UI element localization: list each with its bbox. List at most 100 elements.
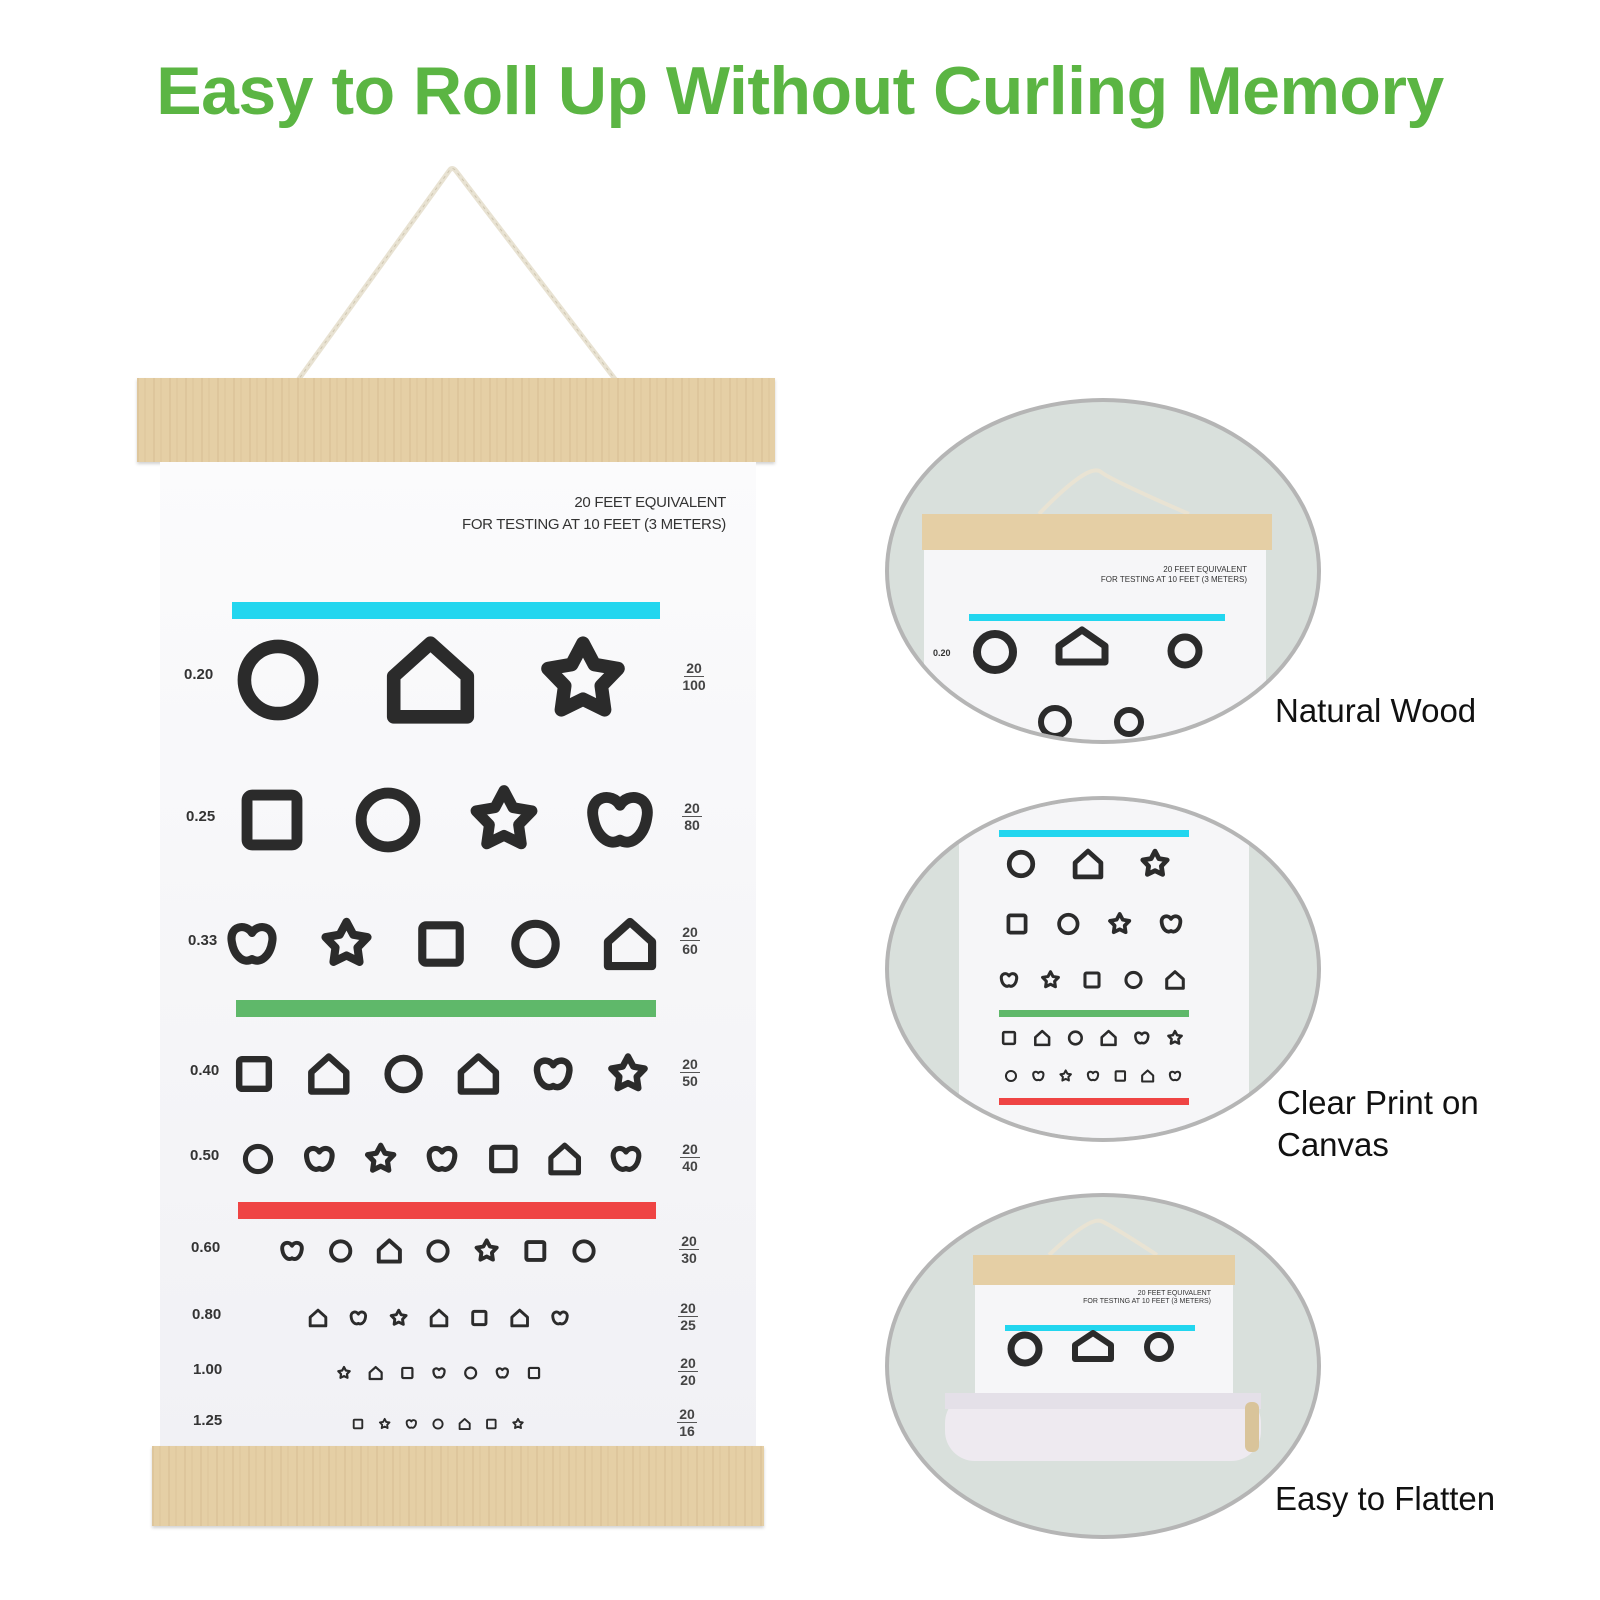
house-symbol: [603, 917, 657, 971]
apple-symbol: [227, 923, 277, 965]
eye-chart-symbols: [227, 602, 660, 1430]
eye-chart-canvas: 20 FEET EQUIVALENT FOR TESTING AT 10 FEE…: [160, 462, 756, 1446]
square-symbol: [241, 789, 303, 851]
caption-line: Canvas: [1277, 1126, 1389, 1163]
flower-symbol: [321, 917, 372, 966]
house-symbol: [458, 1418, 471, 1430]
acuity-label: 1.25: [193, 1412, 223, 1429]
circle-symbol: [237, 639, 319, 721]
flower-symbol: [512, 1417, 524, 1430]
acuity-label: 0.40: [190, 1062, 220, 1079]
circle-symbol: [432, 1418, 444, 1430]
circle-symbol: [1067, 1030, 1083, 1046]
caption-line: Clear Print on: [1277, 1084, 1479, 1121]
flower-symbol: [608, 1053, 648, 1092]
apple-symbol: [999, 972, 1019, 988]
apple-symbol: [349, 1310, 368, 1326]
flower-symbol: [470, 785, 538, 850]
flower-symbol: [541, 636, 625, 717]
house-symbol: [308, 1053, 350, 1095]
circle-symbol: [1124, 970, 1143, 990]
easy-to-flatten-closeup: 20 FEET EQUIVALENT FOR TESTING AT 10 FEE…: [885, 1193, 1321, 1539]
house-symbol: [1100, 1029, 1117, 1047]
headline: Easy to Roll Up Without Curling Memory: [156, 53, 1444, 129]
top-wooden-hanger: [137, 378, 775, 462]
house-symbol: [1165, 970, 1185, 990]
house-symbol: [376, 1238, 402, 1264]
flower-symbol: [1059, 1069, 1072, 1082]
circle-symbol: [1006, 849, 1036, 879]
flower-symbol: [337, 1365, 351, 1379]
apple-symbol: [551, 1310, 569, 1326]
square-symbol: [1001, 1030, 1017, 1046]
chart-header-line1: 20 FEET EQUIVALENT: [574, 494, 726, 511]
apple-symbol: [610, 1145, 642, 1172]
square-symbol: [235, 1055, 273, 1093]
chart-header-line2: FOR TESTING AT 10 FEET (3 METERS): [461, 516, 726, 533]
house-symbol: [548, 1142, 582, 1176]
house-symbol: [429, 1308, 449, 1328]
acuity-label: 0.80: [192, 1306, 222, 1323]
circle-symbol: [355, 787, 421, 853]
flower-symbol: [389, 1308, 408, 1326]
apple-symbol: [1134, 1031, 1150, 1045]
square-symbol: [352, 1418, 364, 1430]
flower-symbol: [1041, 970, 1060, 989]
apple-symbol: [1159, 914, 1183, 934]
circle-symbol: [1057, 912, 1080, 936]
house-symbol: [510, 1308, 529, 1328]
square-symbol: [418, 921, 464, 967]
circle-symbol: [1004, 1069, 1018, 1083]
house-symbol: [1072, 848, 1104, 880]
flower-symbol: [1167, 1029, 1183, 1045]
bottom-wooden-hanger: [152, 1446, 764, 1526]
flower-symbol: [1108, 912, 1132, 935]
acuity-label: 0.50: [190, 1147, 220, 1164]
square-symbol: [524, 1240, 547, 1262]
apple-symbol: [432, 1367, 446, 1379]
acuity-label: 0.33: [188, 932, 218, 949]
clear-print-closeup: [885, 796, 1321, 1142]
apple-symbol: [426, 1145, 458, 1172]
house-symbol: [386, 636, 475, 724]
apple-symbol: [304, 1145, 335, 1172]
red-divider-bar: [238, 1202, 656, 1219]
green-divider-bar: [236, 1000, 656, 1017]
square-symbol: [401, 1366, 414, 1380]
apple-symbol: [1168, 1070, 1182, 1082]
apple-symbol: [405, 1419, 417, 1429]
circle-symbol: [464, 1366, 478, 1380]
feature-caption-easy-to-flatten: Easy to Flatten: [1275, 1480, 1496, 1517]
flower-symbol: [474, 1238, 499, 1262]
apple-symbol: [533, 1057, 573, 1091]
square-symbol: [486, 1418, 497, 1430]
natural-wood-closeup: 20 FEET EQUIVALENT FOR TESTING AT 10 FEE…: [885, 398, 1321, 744]
flower-symbol: [378, 1417, 391, 1430]
circle-symbol: [242, 1143, 274, 1175]
apple-symbol: [1086, 1070, 1100, 1082]
house-symbol: [368, 1365, 383, 1381]
square-symbol: [1006, 913, 1028, 935]
circle-symbol: [572, 1239, 596, 1263]
square-symbol: [471, 1309, 488, 1327]
circle-symbol: [329, 1239, 353, 1263]
square-symbol: [489, 1144, 518, 1174]
flower-symbol: [364, 1142, 397, 1173]
circle-symbol: [511, 919, 560, 969]
square-symbol: [1114, 1070, 1127, 1082]
circle-symbol: [384, 1054, 423, 1094]
acuity-label: 1.00: [193, 1361, 223, 1378]
house-symbol: [1141, 1069, 1155, 1083]
square-symbol: [527, 1366, 541, 1380]
acuity-label: 0.60: [191, 1239, 221, 1256]
acuity-label: 0.20: [184, 666, 214, 683]
